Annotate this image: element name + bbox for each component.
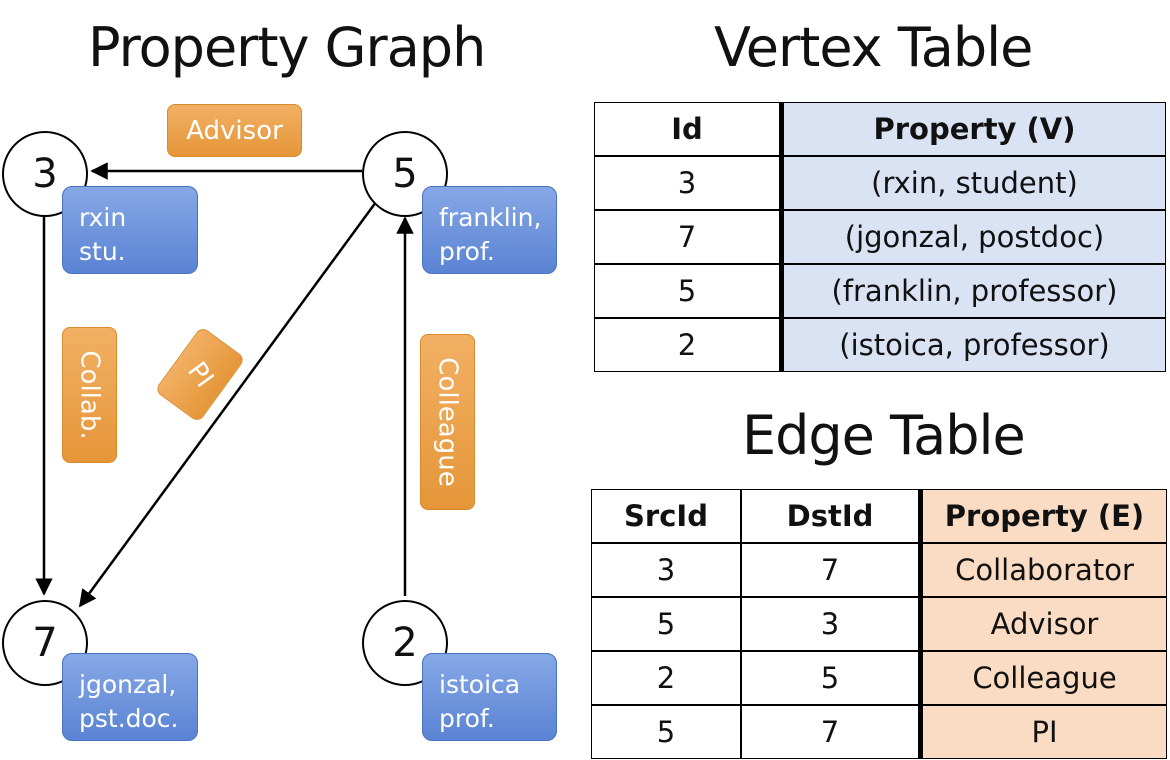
edge-label-advisor: Advisor: [167, 104, 302, 157]
edge-src-cell: 2: [591, 651, 741, 705]
edge-src-cell: 5: [591, 705, 741, 759]
vertex-3-property-line1: rxin: [79, 203, 127, 232]
edge-5-7: [78, 201, 378, 608]
edge-dst-cell: 5: [741, 651, 919, 705]
vertex-2-property-line2: prof.: [439, 704, 495, 733]
edge-table-header-dst: DstId: [741, 489, 919, 543]
table-row: 5 (franklin, professor): [594, 264, 1166, 318]
edge-property-cell: Advisor: [919, 597, 1167, 651]
table-row: 7 (jgonzal, postdoc): [594, 210, 1166, 264]
table-row: 5 7 PI: [591, 705, 1167, 759]
vertex-7-property-line2: pst.doc.: [79, 704, 179, 733]
vertex-table-title: Vertex Table: [714, 16, 1033, 79]
edge-table-header-property: Property (E): [919, 489, 1167, 543]
table-row: 3 7 Collaborator: [591, 543, 1167, 597]
vertex-table-header-id: Id: [594, 102, 780, 156]
edge-dst-cell: 7: [741, 705, 919, 759]
edge-table: SrcId DstId Property (E) 3 7 Collaborato…: [591, 489, 1167, 759]
vertex-property-cell: (istoica, professor): [780, 318, 1166, 372]
vertex-property-cell: (franklin, professor): [780, 264, 1166, 318]
vertex-5-property: franklin, prof.: [422, 186, 557, 274]
vertex-table: Id Property (V) 3 (rxin, student) 7 (jgo…: [594, 102, 1166, 372]
edge-src-cell: 3: [591, 543, 741, 597]
vertex-3-property: rxin stu.: [62, 186, 198, 274]
vertex-property-cell: (rxin, student): [780, 156, 1166, 210]
edge-label-collab: Collab.: [62, 327, 117, 463]
table-row: 5 3 Advisor: [591, 597, 1167, 651]
edge-dst-cell: 7: [741, 543, 919, 597]
vertex-property-cell: (jgonzal, postdoc): [780, 210, 1166, 264]
vertex-7-property: jgonzal, pst.doc.: [62, 653, 198, 741]
vertex-id-cell: 2: [594, 318, 780, 372]
vertex-5: 5: [362, 131, 448, 217]
vertex-id-cell: 7: [594, 210, 780, 264]
vertex-5-property-line2: prof.: [439, 237, 495, 266]
vertex-5-property-line1: franklin,: [439, 203, 542, 232]
vertex-3-property-line2: stu.: [79, 237, 126, 266]
edge-dst-cell: 3: [741, 597, 919, 651]
edge-label-collab-text: Collab.: [74, 350, 105, 440]
vertex-2-property-line1: istoica: [439, 670, 521, 699]
vertex-2-property: istoica prof.: [422, 653, 557, 741]
vertex-2: 2: [362, 600, 448, 686]
vertex-7-property-line1: jgonzal,: [79, 670, 177, 699]
vertex-id-cell: 5: [594, 264, 780, 318]
edge-label-colleague: Colleague: [420, 334, 475, 510]
edge-table-title: Edge Table: [742, 404, 1026, 467]
edge-table-header-src: SrcId: [591, 489, 741, 543]
edge-src-cell: 5: [591, 597, 741, 651]
table-row: 2 5 Colleague: [591, 651, 1167, 705]
edge-table-header: SrcId DstId Property (E): [591, 489, 1167, 543]
table-row: 2 (istoica, professor): [594, 318, 1166, 372]
edge-label-colleague-text: Colleague: [432, 357, 463, 487]
edge-label-pi-text: PI: [180, 356, 219, 393]
edge-property-cell: PI: [919, 705, 1167, 759]
edge-property-cell: Colleague: [919, 651, 1167, 705]
graph-title: Property Graph: [88, 16, 486, 79]
edge-property-cell: Collaborator: [919, 543, 1167, 597]
property-graph: 3 5 7 2 rxin stu. franklin, prof. jgonza…: [2, 104, 557, 741]
vertex-table-header: Id Property (V): [594, 102, 1166, 156]
vertex-table-header-property: Property (V): [780, 102, 1166, 156]
table-row: 3 (rxin, student): [594, 156, 1166, 210]
vertex-id-cell: 3: [594, 156, 780, 210]
edge-arrows: [35, 162, 414, 608]
